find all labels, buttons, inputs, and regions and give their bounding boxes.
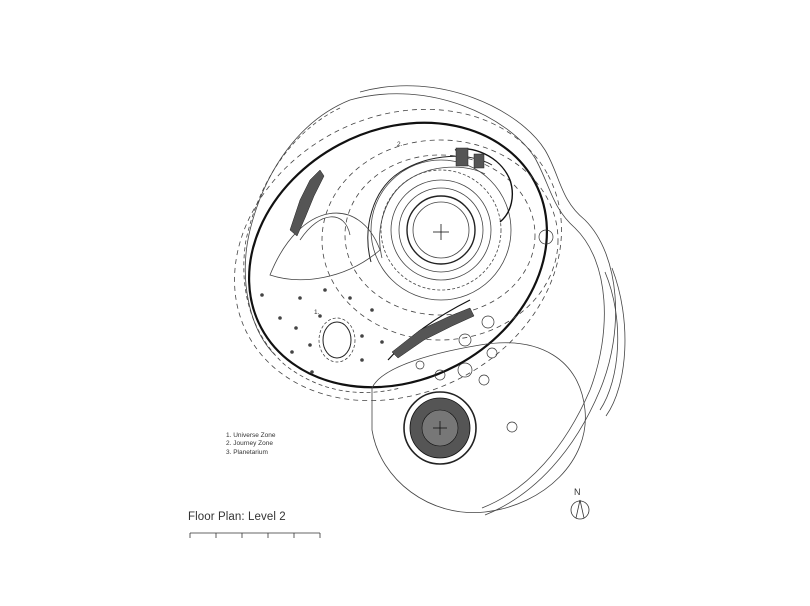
central-ring-5 [406, 195, 476, 265]
column [481, 315, 495, 329]
column-dot [310, 370, 314, 374]
west-lens [269, 212, 381, 281]
outer-shell-line [359, 85, 617, 516]
column [486, 347, 498, 359]
column-dot [260, 293, 264, 297]
central-ring-outer [370, 159, 512, 301]
column [538, 229, 554, 245]
southeast-lobe [371, 342, 586, 514]
northeast-pavilion [454, 148, 513, 223]
main-oval-wall [247, 121, 549, 389]
legend-item-journey-zone: 2. Journey Zone [226, 440, 273, 448]
legend-item-universe-zone: 1. Universe Zone [226, 432, 276, 439]
east-facade-line-2 [605, 267, 626, 417]
legend-item-planetarium: 3. Planetarium [226, 448, 268, 456]
column-dot [294, 326, 298, 330]
column-dot [298, 296, 302, 300]
central-ring-inner [412, 201, 470, 259]
central-ring-2 [380, 169, 502, 291]
east-facade-line [599, 271, 619, 411]
north-arrow-circle [570, 500, 590, 520]
legend: 1. Universe Zone 2. Journey Zone 3. Plan… [226, 432, 276, 457]
journey-zone-label: 2. [397, 141, 403, 148]
column [506, 421, 518, 433]
universe-zone-label: 1. [314, 309, 320, 316]
planetarium-outer [403, 391, 477, 465]
column-dot [380, 340, 384, 344]
outer-shell-line-2 [349, 93, 605, 509]
column [458, 333, 472, 347]
column-dot [360, 358, 364, 362]
column-dot [278, 316, 282, 320]
north-arrow-icon [575, 499, 585, 519]
north-label: N [574, 487, 581, 497]
column-dot [323, 288, 327, 292]
column-dot [348, 296, 352, 300]
oval-skylight [322, 321, 352, 359]
west-outer-line [244, 99, 351, 356]
column [478, 374, 490, 386]
column-dot [360, 334, 364, 338]
column-dot [370, 308, 374, 312]
west-stair-block [289, 169, 325, 237]
plan-title: Floor Plan: Level 2 [188, 511, 286, 523]
gallery-band-inner [379, 166, 486, 259]
central-ring-3 [390, 179, 492, 281]
column-dot [290, 350, 294, 354]
oval-skylight-dash [318, 317, 356, 363]
west-lens-arc [299, 216, 351, 241]
northeast-core-2 [473, 153, 485, 169]
northeast-core [455, 147, 469, 167]
column-dot [308, 343, 312, 347]
column [415, 360, 425, 370]
gallery-band [367, 155, 493, 263]
circulation-ring-1 [344, 154, 536, 316]
column-dot [318, 314, 322, 318]
southeast-stair-block [391, 307, 475, 359]
main-oval-dash [234, 108, 562, 402]
column [457, 362, 473, 378]
west-outer-dash [243, 107, 401, 393]
circulation-ring-2 [321, 139, 559, 341]
central-ring-4 [398, 187, 484, 273]
column [434, 369, 446, 381]
